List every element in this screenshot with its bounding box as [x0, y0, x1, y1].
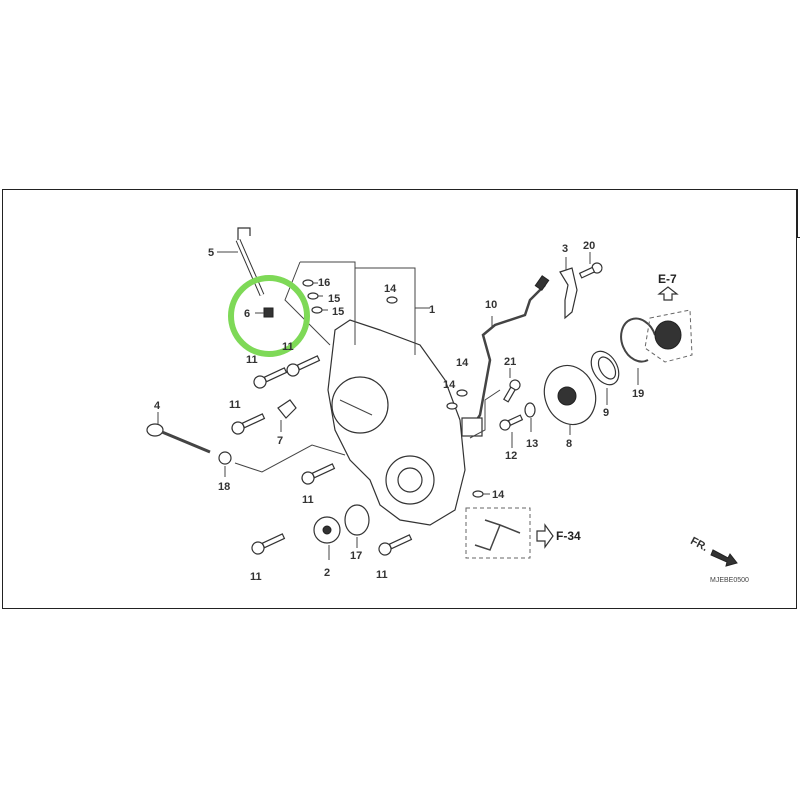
callout-11c[interactable]: 11: [229, 399, 241, 411]
part-20-bolt[interactable]: [578, 261, 604, 280]
front-arrow-icon: [710, 549, 738, 567]
callout-9[interactable]: 9: [603, 407, 609, 419]
ref-e7[interactable]: E-7: [658, 272, 677, 286]
callout-14a[interactable]: 14: [384, 283, 397, 295]
callout-16[interactable]: 16: [318, 277, 330, 289]
part-6-spring[interactable]: [263, 307, 274, 318]
starter-gear-ref: [654, 320, 682, 350]
highlight-circle: [228, 275, 310, 357]
arrow-up-icon: [657, 286, 679, 301]
part-4-dipstick[interactable]: [146, 423, 211, 454]
part-3-bracket[interactable]: [559, 267, 578, 320]
part-18-oring[interactable]: [218, 451, 232, 465]
arrow-right-icon: [536, 523, 554, 549]
part-5-rod[interactable]: [235, 227, 265, 296]
callout-3[interactable]: 3: [562, 243, 568, 255]
callout-11a[interactable]: 11: [246, 354, 258, 366]
part-8-gear[interactable]: [536, 358, 604, 431]
callout-7[interactable]: 7: [277, 435, 283, 447]
bolts-11[interactable]: [230, 353, 413, 557]
callout-13[interactable]: 13: [526, 438, 538, 450]
callout-15a[interactable]: 15: [328, 293, 340, 305]
callout-11d[interactable]: 11: [302, 494, 314, 506]
pins[interactable]: [302, 279, 490, 498]
part-13-washer[interactable]: [524, 402, 536, 418]
engine-cover[interactable]: [327, 319, 466, 526]
callout-18[interactable]: 18: [218, 481, 230, 493]
callout-11b[interactable]: 11: [282, 341, 294, 353]
callout-14b[interactable]: 14: [456, 357, 469, 369]
part-10-sensor[interactable]: [468, 284, 546, 431]
callout-6[interactable]: 6: [244, 308, 250, 320]
part-12-bolt[interactable]: [498, 413, 524, 432]
callout-10[interactable]: 10: [485, 299, 497, 311]
callout-15b[interactable]: 15: [332, 306, 344, 318]
ref-f34[interactable]: F-34: [556, 529, 581, 543]
callout-1[interactable]: 1: [429, 304, 435, 316]
callout-2[interactable]: 2: [324, 567, 330, 579]
front-label: FR.: [688, 535, 709, 554]
callout-11e[interactable]: 11: [250, 571, 262, 583]
callout-19[interactable]: 19: [632, 388, 644, 400]
adjacent-frame: [797, 189, 800, 238]
callout-5[interactable]: 5: [208, 247, 214, 259]
callout-20[interactable]: 20: [583, 240, 595, 252]
part-17-oring[interactable]: [344, 504, 370, 536]
callout-14c[interactable]: 14: [443, 379, 456, 391]
diagram-code: MJEBE0500: [710, 577, 749, 584]
part-19-circlip[interactable]: [620, 317, 656, 363]
callout-21[interactable]: 21: [504, 356, 516, 368]
callout-12[interactable]: 12: [505, 450, 517, 462]
part-7-clip[interactable]: [277, 399, 297, 419]
callout-8[interactable]: 8: [566, 438, 572, 450]
callout-4[interactable]: 4: [154, 400, 161, 412]
part-21-bolt[interactable]: [502, 378, 522, 403]
callout-11f[interactable]: 11: [376, 569, 388, 581]
callout-14d[interactable]: 14: [492, 489, 505, 501]
callout-17[interactable]: 17: [350, 550, 362, 562]
